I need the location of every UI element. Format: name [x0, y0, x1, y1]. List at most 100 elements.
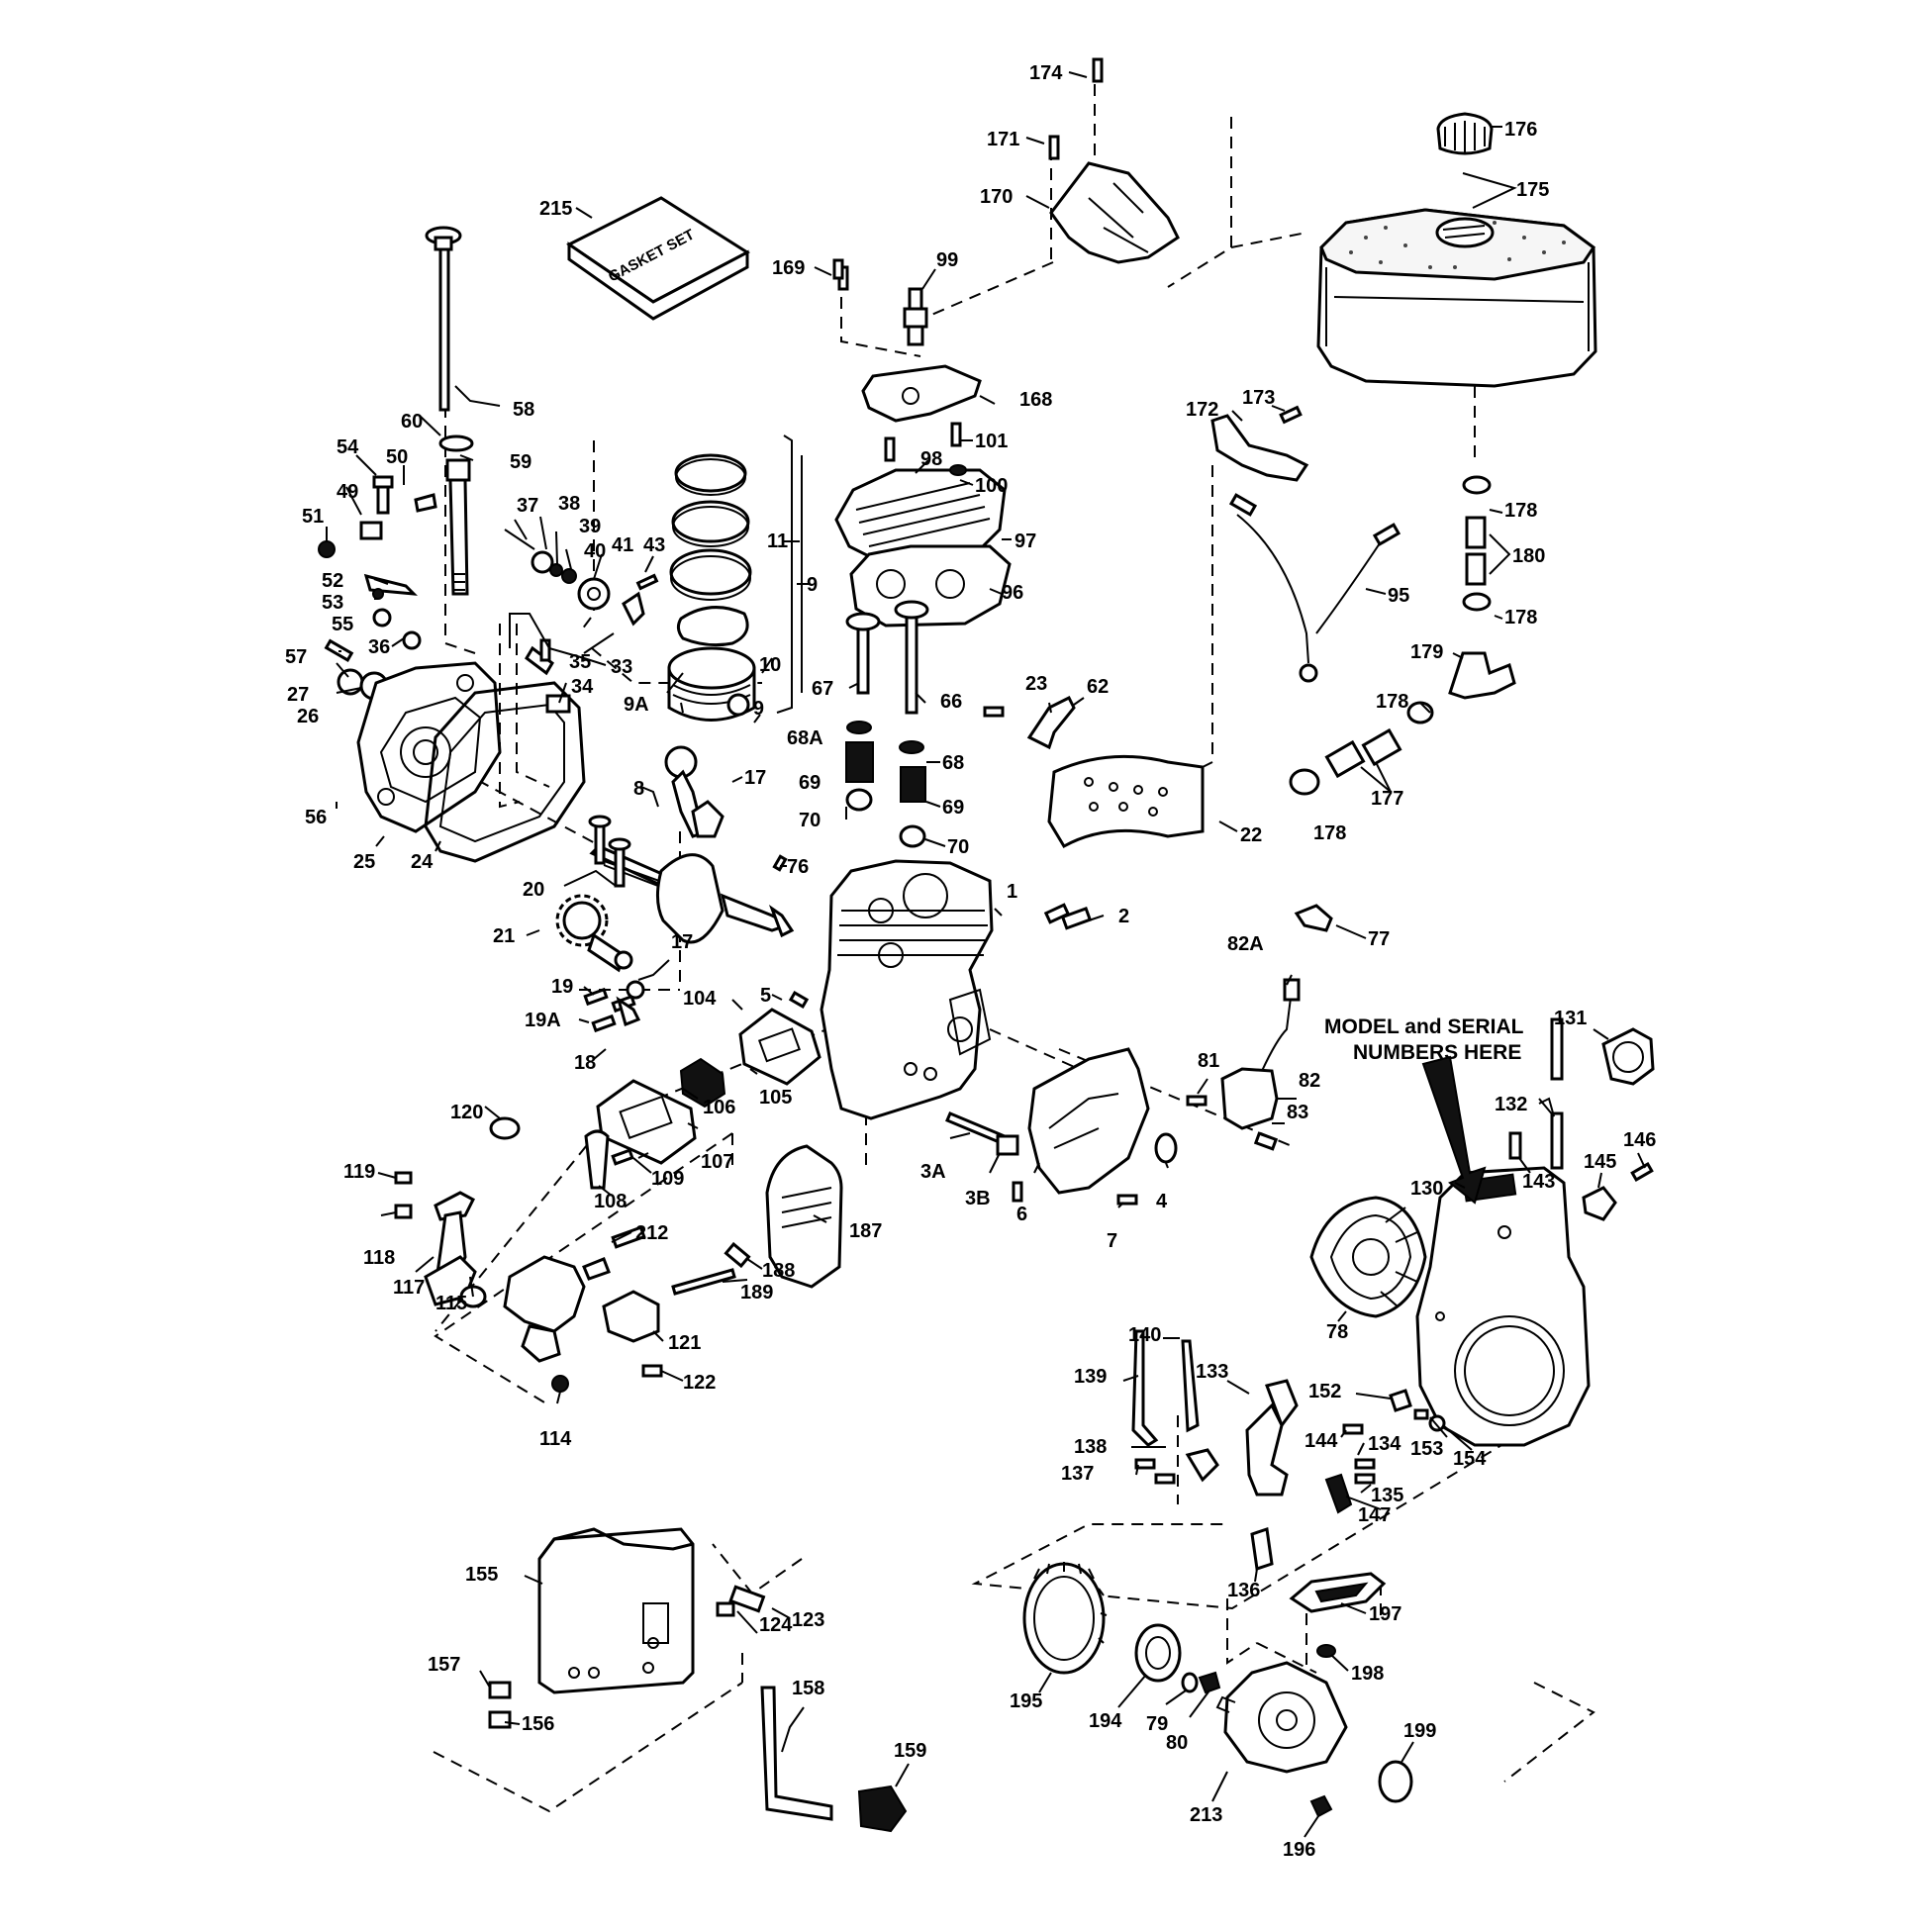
callout-178: 178: [1504, 607, 1537, 628]
callout-157: 157: [428, 1654, 460, 1676]
callout-122: 122: [683, 1372, 716, 1394]
callout-115: 115: [435, 1293, 467, 1314]
callout-4: 4: [1156, 1191, 1168, 1212]
camshaft: [555, 815, 633, 973]
callout-51: 51: [302, 506, 324, 528]
callout-labels: 174 171 176 175 170 215 169 99 58 60 59 …: [285, 62, 1656, 1861]
callout-58: 58: [513, 399, 534, 421]
muffler: [724, 1144, 843, 1289]
nut-196: [1309, 1794, 1333, 1818]
callout-11: 11: [767, 531, 788, 552]
callout-6: 6: [1016, 1204, 1027, 1225]
callout-79: 79: [1146, 1713, 1168, 1735]
callout-138: 138: [1074, 1436, 1107, 1458]
carburetor: [503, 1225, 646, 1363]
callout-9: 9: [807, 574, 818, 596]
callout-57: 57: [285, 646, 307, 668]
callout-175: 175: [1516, 179, 1549, 201]
callout-114: 114: [539, 1428, 572, 1450]
bolt-189: [671, 1268, 736, 1296]
callout-196: 196: [1283, 1839, 1315, 1861]
bracket-62: [1026, 695, 1076, 750]
model-serial-arrow: [1421, 1055, 1487, 1205]
part-illustrations: GASKET SET: [318, 57, 1655, 1833]
callout-199: 199: [1403, 1720, 1436, 1742]
callout-76: 76: [787, 856, 809, 878]
model-note-line2: NUMBERS HERE: [1353, 1041, 1521, 1064]
callout-62: 62: [1087, 676, 1109, 698]
fuel-cap: [1436, 112, 1494, 155]
cylinder-head: [834, 422, 1012, 628]
callout-198: 198: [1351, 1663, 1384, 1685]
callout-101: 101: [975, 431, 1008, 452]
callout-82: 82: [1299, 1070, 1320, 1092]
callout-81: 81: [1198, 1050, 1219, 1072]
callout-82A: 82A: [1227, 933, 1264, 955]
callout-8: 8: [633, 778, 644, 800]
dipstick: [425, 226, 474, 596]
callout-178: 178: [1313, 822, 1346, 844]
callout-118: 118: [363, 1247, 395, 1269]
callout-194: 194: [1089, 1710, 1122, 1732]
callout-70: 70: [799, 810, 821, 831]
callout-130: 130: [1410, 1178, 1443, 1200]
nut-114: [551, 1375, 569, 1393]
callout-25: 25: [353, 851, 375, 873]
drain-158: [760, 1686, 833, 1821]
callout-53: 53: [322, 592, 343, 614]
callout-77: 77: [1368, 928, 1390, 950]
callout-17: 17: [671, 931, 693, 953]
button-199: [1378, 1760, 1413, 1803]
callout-6: 6: [753, 696, 764, 718]
callout-20: 20: [523, 879, 544, 901]
callout-178: 178: [1376, 691, 1408, 713]
callout-69: 69: [799, 772, 821, 794]
callout-108: 108: [594, 1191, 627, 1212]
air-baffle: [1027, 1047, 1150, 1206]
callout-35: 35: [569, 651, 591, 673]
callout-119: 119: [343, 1161, 375, 1183]
callout-106: 106: [703, 1097, 735, 1118]
callout-41: 41: [612, 534, 633, 556]
callout-155: 155: [465, 1564, 498, 1586]
callout-172: 172: [1186, 399, 1218, 421]
callout-24: 24: [411, 851, 434, 873]
model-note-line1: MODEL and SERIAL: [1324, 1015, 1524, 1038]
callout-50: 50: [386, 446, 408, 468]
callout-169: 169: [772, 257, 805, 279]
callout-38: 38: [558, 493, 580, 515]
tube-108: [584, 1129, 610, 1190]
cap-159: [857, 1785, 908, 1833]
starter-cup: [1022, 1562, 1108, 1675]
blower-housing: [1415, 1166, 1591, 1447]
callout-37: 37: [517, 495, 538, 517]
callout-78: 78: [1326, 1321, 1348, 1343]
callout-189: 189: [740, 1282, 773, 1304]
callout-39: 39: [579, 516, 601, 537]
callout-34: 34: [571, 676, 594, 698]
callout-60: 60: [401, 411, 423, 433]
callout-99: 99: [936, 249, 958, 271]
callout-23: 23: [1025, 673, 1047, 695]
callout-21: 21: [493, 925, 515, 947]
fuel-hose-parts: [1289, 475, 1516, 796]
callout-124: 124: [759, 1614, 793, 1636]
callout-36: 36: [368, 636, 390, 658]
callout-152: 152: [1308, 1381, 1341, 1402]
callout-19: 19: [551, 976, 573, 998]
callout-158: 158: [792, 1678, 824, 1699]
stud-3A: [945, 1111, 1007, 1145]
crankcase-cover: [356, 661, 586, 863]
callout-33: 33: [611, 656, 632, 678]
shroud-22: [1047, 754, 1205, 849]
callout-43: 43: [643, 534, 665, 556]
callout-178: 178: [1504, 500, 1537, 522]
callout-135: 135: [1371, 1485, 1403, 1506]
callout-170: 170: [980, 186, 1013, 208]
callout-215: 215: [539, 198, 572, 220]
callout-49: 49: [337, 481, 358, 503]
callout-5: 5: [760, 985, 771, 1007]
part-194: [1134, 1623, 1182, 1683]
fuel-line-95: [1228, 493, 1401, 683]
callout-195: 195: [1010, 1690, 1042, 1712]
